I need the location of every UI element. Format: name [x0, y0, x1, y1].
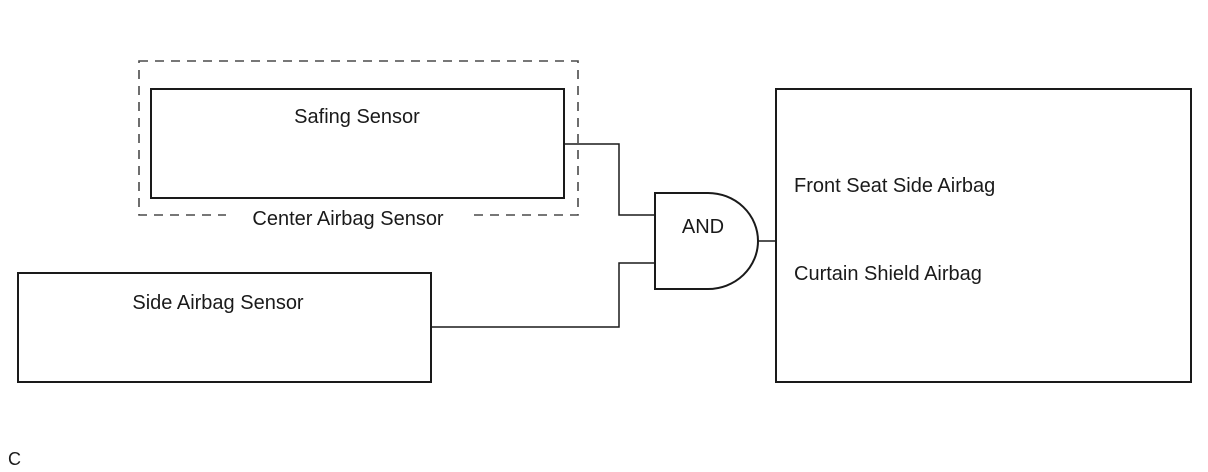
safing-to-and-wire	[564, 143, 655, 216]
safing-sensor-label: Safing Sensor	[294, 106, 420, 128]
corner-letter: C	[8, 449, 21, 469]
side-sensor-to-and-wire	[431, 262, 655, 328]
curtain-shield-airbag-label: Curtain Shield Airbag	[794, 263, 982, 285]
and-gate-label: AND	[682, 216, 724, 238]
center-airbag-sensor-label: Center Airbag Sensor	[252, 208, 444, 230]
center-airbag-sensor-boundary	[138, 60, 579, 216]
airbag-output-box	[775, 88, 1192, 383]
center-airbag-sensor-label-gap	[226, 204, 472, 228]
front-seat-side-airbag-label: Front Seat Side Airbag	[794, 175, 995, 197]
and-gate	[654, 192, 759, 290]
side-airbag-sensor-label: Side Airbag Sensor	[132, 292, 304, 314]
side-airbag-sensor-box	[17, 272, 432, 383]
